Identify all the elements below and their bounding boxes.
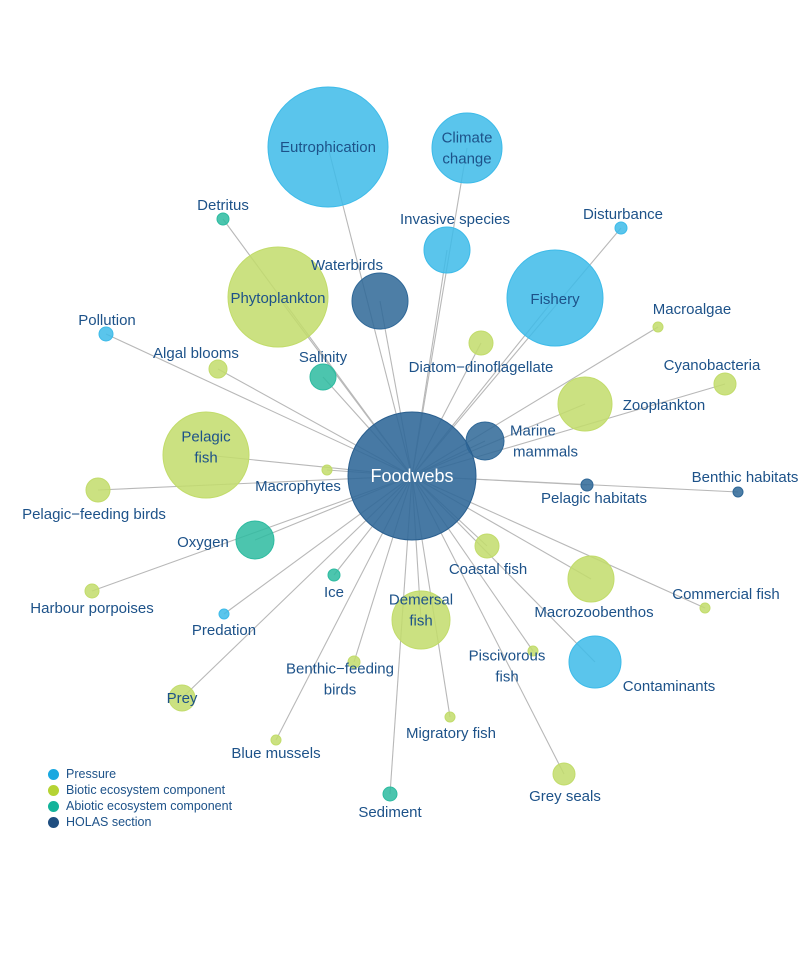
node-cyanobacteria[interactable]	[713, 372, 737, 396]
legend-item-pressure: Pressure	[48, 766, 232, 782]
node-label: Piscivorous	[469, 648, 546, 665]
node-macroalgae[interactable]	[652, 321, 664, 333]
node-label: Invasive species	[400, 211, 510, 228]
node-grey-seals[interactable]	[552, 762, 576, 786]
node-pelagic-fish[interactable]	[162, 411, 250, 499]
abiotic-dot-icon	[48, 800, 59, 812]
node-prey[interactable]	[168, 684, 196, 712]
node-label: Benthic−feeding	[286, 661, 394, 678]
node-label: Pelagic habitats	[541, 490, 647, 507]
node-label: Salinity	[299, 349, 348, 366]
node-label: Commercial fish	[672, 586, 780, 603]
node-label: Macrozoobenthos	[534, 604, 653, 621]
node-blue-mussels[interactable]	[270, 734, 282, 746]
node-pelagic-feeding-birds[interactable]	[85, 477, 111, 503]
node-label: Eutrophication	[280, 139, 376, 156]
node-coastal-fish[interactable]	[474, 533, 500, 559]
center-label: Foodwebs	[370, 466, 453, 486]
node-label: Marine	[510, 423, 556, 440]
node-label: Predation	[192, 622, 256, 639]
legend-label: Pressure	[66, 767, 117, 781]
node-macrophytes[interactable]	[321, 464, 333, 476]
nodes	[84, 86, 744, 802]
node-contaminants[interactable]	[568, 635, 622, 689]
node-label: Disturbance	[583, 206, 663, 223]
node-fishery[interactable]	[506, 249, 604, 347]
node-label: Waterbirds	[311, 257, 383, 274]
node-predation[interactable]	[218, 608, 230, 620]
node-label: Pelagic	[181, 429, 231, 446]
node-label: Phytoplankton	[230, 290, 325, 307]
node-label: mammals	[513, 444, 578, 461]
node-label: Macroalgae	[653, 301, 731, 318]
node-commercial-fish[interactable]	[699, 602, 711, 614]
node-label: Prey	[167, 690, 198, 707]
node-label: change	[442, 151, 491, 168]
node-label: Harbour porpoises	[30, 600, 153, 617]
node-label: Grey seals	[529, 788, 601, 805]
node-label: Oxygen	[177, 534, 229, 551]
holas-dot-icon	[48, 816, 59, 828]
node-phytoplankton[interactable]	[227, 246, 329, 348]
legend-label: HOLAS section	[66, 815, 152, 829]
node-benthic-habitats[interactable]	[732, 486, 744, 498]
legend: Pressure Biotic ecosystem component Abio…	[48, 766, 232, 830]
node-benthic-feeding-birds[interactable]	[347, 655, 361, 669]
node-label: Blue mussels	[231, 745, 320, 762]
node-label: Algal blooms	[153, 345, 239, 362]
node-label: Benthic habitats	[692, 469, 799, 486]
node-invasive-species[interactable]	[423, 226, 471, 274]
node-eutrophication[interactable]	[267, 86, 389, 208]
node-label: Ice	[324, 584, 344, 601]
legend-item-biotic: Biotic ecosystem component	[48, 782, 232, 798]
node-sediment[interactable]	[382, 786, 398, 802]
node-piscivorous-fish[interactable]	[527, 645, 539, 657]
node-label: Macrophytes	[255, 478, 341, 495]
node-zooplankton[interactable]	[557, 376, 613, 432]
node-harbour-porpoises[interactable]	[84, 583, 100, 599]
node-waterbirds[interactable]	[351, 272, 409, 330]
legend-item-abiotic: Abiotic ecosystem component	[48, 798, 232, 814]
node-disturbance[interactable]	[614, 221, 628, 235]
node-label: Migratory fish	[406, 725, 496, 742]
node-oxygen[interactable]	[235, 520, 275, 560]
node-label: Sediment	[358, 804, 422, 821]
node-ice[interactable]	[327, 568, 341, 582]
node-diatom-dinoflagellate[interactable]	[468, 330, 494, 356]
node-label: Climate	[442, 130, 493, 147]
node-algal-blooms[interactable]	[208, 359, 228, 379]
node-foodwebs[interactable]	[347, 411, 477, 541]
legend-label: Biotic ecosystem component	[66, 783, 226, 797]
pressure-dot-icon	[48, 768, 59, 780]
node-label: Contaminants	[623, 678, 716, 695]
biotic-dot-icon	[48, 784, 59, 796]
legend-label: Abiotic ecosystem component	[66, 799, 233, 813]
node-label: Demersal	[389, 592, 453, 609]
node-label: fish	[495, 669, 518, 686]
node-label: Diatom−dinoflagellate	[409, 359, 554, 376]
node-migratory-fish[interactable]	[444, 711, 456, 723]
node-salinity[interactable]	[309, 363, 337, 391]
node-pelagic-habitats[interactable]	[580, 478, 594, 492]
node-label: Fishery	[530, 291, 580, 308]
node-detritus[interactable]	[216, 212, 230, 226]
node-label: Coastal fish	[449, 561, 527, 578]
node-label: fish	[409, 613, 432, 630]
node-pollution[interactable]	[98, 326, 114, 342]
node-climate-change[interactable]	[431, 112, 503, 184]
node-label: Cyanobacteria	[664, 357, 761, 374]
node-label: fish	[194, 450, 217, 467]
node-label: Zooplankton	[623, 397, 706, 414]
node-label: Detritus	[197, 197, 249, 214]
node-label: birds	[324, 682, 357, 699]
node-label: Pollution	[78, 312, 136, 329]
legend-item-holas: HOLAS section	[48, 814, 232, 830]
node-label: Pelagic−feeding birds	[22, 506, 166, 523]
node-macrozoobenthos[interactable]	[567, 555, 615, 603]
node-demersal-fish[interactable]	[391, 590, 451, 650]
